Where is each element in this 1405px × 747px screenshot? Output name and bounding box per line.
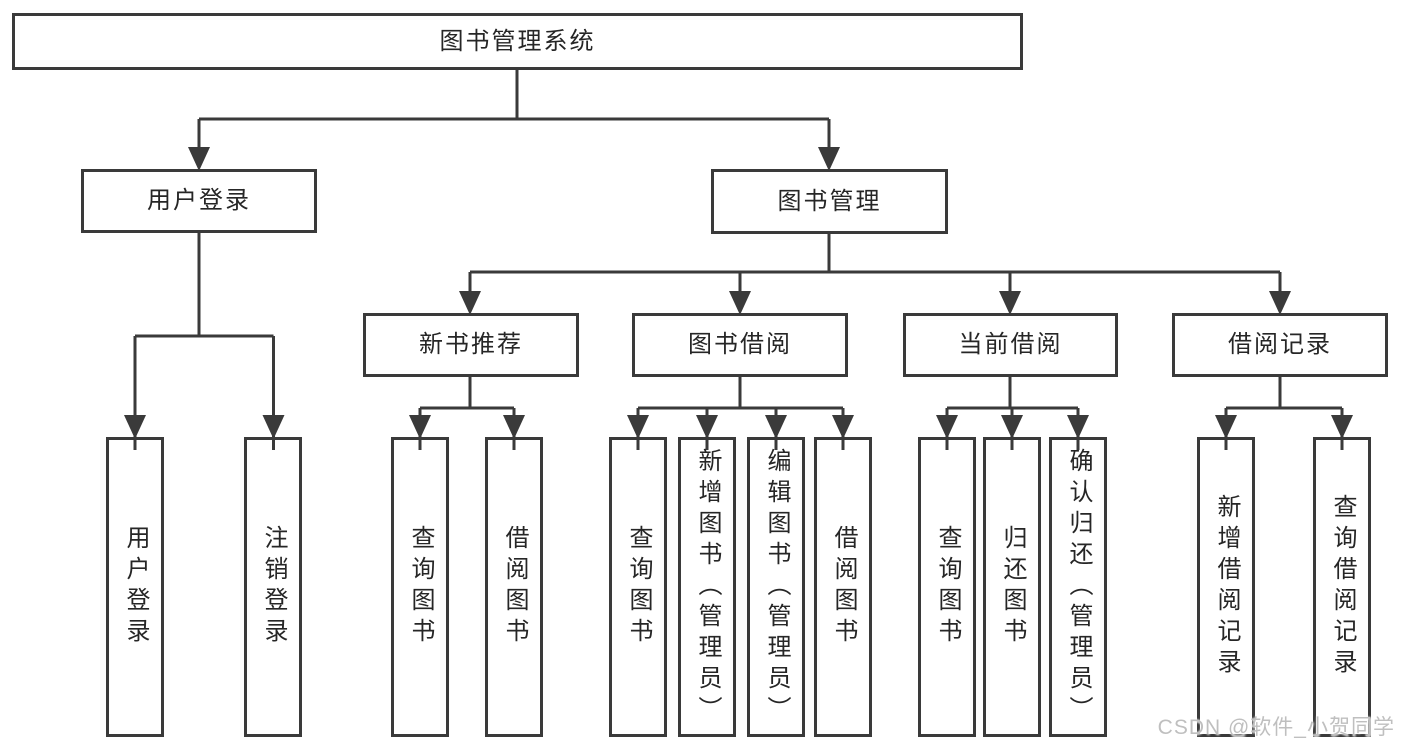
leaf-query-borrow-record: 查询借阅记录 [1313,437,1371,737]
leaf-add-borrow-record: 新增借阅记录 [1197,437,1255,737]
node-label: 新增图书（管理员） [694,447,721,727]
node-label: 注销登录 [260,525,287,649]
node-borrow-records: 借阅记录 [1172,313,1388,377]
leaf-logout: 注销登录 [244,437,302,737]
node-label: 用户登录 [122,525,149,649]
node-book-management: 图书管理 [711,169,948,234]
node-label: 图书借阅 [688,331,792,358]
node-label: 借阅图书 [501,525,528,649]
node-label: 查询图书 [407,525,434,649]
node-label: 归还图书 [999,525,1026,649]
node-label: 用户登录 [147,187,251,214]
csdn-watermark: CSDN @软件_小贺同学 [1157,716,1395,739]
node-root: 图书管理系统 [12,13,1023,70]
leaf-borrowing-borrow-books: 借阅图书 [814,437,872,737]
node-current-borrowing: 当前借阅 [903,313,1118,377]
node-new-book-recommend: 新书推荐 [363,313,579,377]
leaf-current-query-books: 查询图书 [918,437,976,737]
node-label: 查询图书 [934,525,961,649]
leaf-borrowing-query-books: 查询图书 [609,437,667,737]
leaf-user-login: 用户登录 [106,437,164,737]
node-label: 当前借阅 [958,331,1063,358]
leaf-confirm-return-admin: 确认归还（管理员） [1049,437,1107,737]
node-label: 编辑图书（管理员） [763,447,790,727]
node-label: 新书推荐 [419,331,523,358]
node-label: 新增借阅记录 [1213,494,1240,680]
leaf-recommend-query-books: 查询图书 [391,437,449,737]
node-label: 借阅图书 [830,525,857,649]
leaf-add-books-admin: 新增图书（管理员） [678,437,736,737]
node-label: 图书管理系统 [439,27,596,55]
node-label: 确认归还（管理员） [1065,447,1092,727]
node-label: 查询借阅记录 [1329,494,1356,680]
node-user-login: 用户登录 [81,169,317,233]
node-label: 查询图书 [625,525,652,649]
leaf-recommend-borrow-books: 借阅图书 [485,437,543,737]
node-label: 图书管理 [777,187,882,215]
leaf-return-books: 归还图书 [983,437,1041,737]
node-book-borrowing: 图书借阅 [632,313,848,377]
node-label: 借阅记录 [1228,331,1332,358]
leaf-edit-books-admin: 编辑图书（管理员） [747,437,805,737]
